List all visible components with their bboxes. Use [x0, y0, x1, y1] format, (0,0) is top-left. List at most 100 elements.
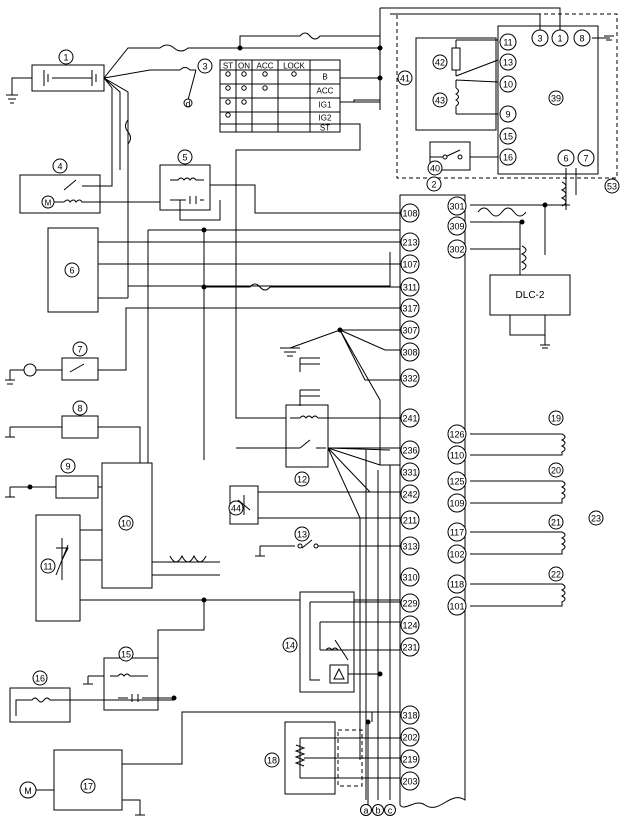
module-pin-1: 1 — [551, 29, 569, 47]
resistor-42 — [451, 47, 461, 71]
immobilizer-dashed-box — [396, 13, 618, 179]
callout-markers: 1234567891011121314151617181920212223394… — [32, 49, 620, 794]
ecu-pin-117: 117 — [447, 522, 467, 542]
callout-23-label: 23 — [591, 514, 601, 524]
ecu-pin-108-label: 108 — [402, 209, 417, 219]
ign-col-st: ST — [223, 62, 233, 71]
ecu-pin-236: 236 — [400, 440, 420, 460]
ecu-pin-107: 107 — [400, 254, 420, 274]
ecu-pin-109-label: 109 — [449, 499, 464, 509]
callout-44: 44 — [228, 500, 244, 516]
ecu-pin-125: 125 — [447, 471, 467, 491]
ecu-pin-241: 241 — [400, 408, 420, 428]
svg-text:M: M — [45, 199, 52, 208]
twisted-pair-upper — [560, 181, 567, 207]
callout-11-label: 11 — [43, 562, 52, 572]
immobilizer-unit-39 — [497, 25, 599, 175]
callout-40: 40 — [427, 160, 443, 176]
ecu-pin-311-label: 311 — [403, 283, 417, 293]
callout-6-label: 6 — [69, 266, 74, 276]
sensor-16 — [9, 687, 71, 723]
ecu-pin-331: 331 — [400, 462, 420, 482]
fuse-main — [159, 44, 240, 52]
callout-9: 9 — [60, 458, 76, 474]
callout-11: 11 — [40, 558, 56, 574]
ecu-pin-102: 102 — [447, 544, 467, 564]
callout-41-label: 41 — [400, 74, 410, 84]
terminal-a-label: a — [363, 806, 368, 816]
twisted-pair-dlc — [520, 245, 527, 271]
ecu-pin-318-label: 318 — [402, 711, 417, 721]
callout-19-label: 19 — [551, 414, 561, 424]
ecu-pin-242-label: 242 — [402, 490, 417, 500]
ecu-pin-202: 202 — [400, 727, 420, 747]
module-pin-15: 15 — [499, 127, 517, 145]
dlc2-label: DLC-2 — [516, 290, 545, 301]
module-pin-16-label: 16 — [503, 153, 513, 163]
switch-8 — [61, 415, 99, 439]
sensor-7-icon — [23, 363, 37, 377]
ign-col-on: ON — [238, 62, 250, 71]
ecu-pin-102-label: 102 — [449, 550, 464, 560]
callout-43: 43 — [432, 92, 448, 108]
ecu-pin-124: 124 — [400, 615, 420, 635]
ecu-pin-241-label: 241 — [402, 414, 417, 424]
coil-21 — [470, 531, 566, 555]
relay-box-41 — [415, 37, 497, 131]
callout-7-label: 7 — [77, 345, 82, 355]
callout-5: 5 — [177, 149, 193, 165]
callout-40-label: 40 — [430, 164, 440, 174]
ecu-pin-211: 211 — [400, 510, 420, 530]
ecu-pin-203-label: 203 — [402, 777, 417, 787]
twisted-pair-10 — [169, 554, 207, 563]
ecu-pin-309-label: 309 — [449, 222, 464, 232]
ecu-pin-332-label: 332 — [402, 374, 417, 384]
ecu-pin-101-label: 101 — [449, 602, 464, 612]
ign-col-lock: LOCK — [283, 62, 305, 71]
ign-row-st: ST — [320, 124, 330, 133]
ecu-pin-213-label: 213 — [402, 238, 417, 248]
relay-5 — [159, 164, 211, 211]
ecu-pin-219-label: 219 — [402, 755, 417, 765]
callout-18: 18 — [264, 752, 280, 768]
terminal-a: a — [360, 804, 372, 816]
callout-3: 3 — [197, 58, 213, 74]
ign-row-acc: ACC — [317, 87, 334, 96]
ecu-left-pins: 1082131073113173073083322412363312422113… — [400, 203, 420, 791]
callout-43-label: 43 — [435, 96, 445, 106]
callout-4-label: 4 — [57, 162, 62, 172]
callout-42-label: 42 — [435, 58, 445, 68]
ecu-pin-309: 309 — [447, 216, 467, 236]
module-pin-16: 16 — [499, 148, 517, 166]
callout-19: 19 — [548, 410, 564, 426]
callout-7: 7 — [72, 341, 88, 357]
svg-text:M: M — [24, 786, 32, 796]
ecu-pin-301: 301 — [447, 196, 467, 216]
callout-53: 53 — [604, 178, 620, 194]
callout-3-label: 3 — [202, 62, 207, 72]
ecu-pin-332: 332 — [400, 368, 420, 388]
callout-8: 8 — [72, 400, 88, 416]
ecu-pin-307: 307 — [400, 320, 420, 340]
ecu-pin-308-label: 308 — [402, 348, 417, 358]
module-pin-3: 3 — [531, 29, 549, 47]
callout-10: 10 — [118, 515, 134, 531]
module-pin-13: 13 — [499, 53, 517, 71]
coil-19 — [470, 433, 566, 456]
ecu-pin-118: 118 — [447, 574, 467, 594]
twisted-pair-can — [477, 207, 527, 217]
callout-14: 14 — [282, 637, 298, 653]
module-pin-1-label: 1 — [557, 34, 562, 44]
ecu-pin-125-label: 125 — [449, 477, 464, 487]
module-pin-7-label: 7 — [583, 154, 588, 164]
callout-12: 12 — [294, 471, 310, 487]
module-pin-10: 10 — [499, 75, 517, 93]
relay-15 — [103, 657, 159, 711]
ecu-pin-203: 203 — [400, 771, 420, 791]
module-pin-11-label: 11 — [503, 38, 512, 48]
ecu-pin-311: 311 — [400, 277, 420, 297]
ecu-pin-229-label: 229 — [402, 599, 417, 609]
ecu-pin-307-label: 307 — [402, 326, 417, 336]
